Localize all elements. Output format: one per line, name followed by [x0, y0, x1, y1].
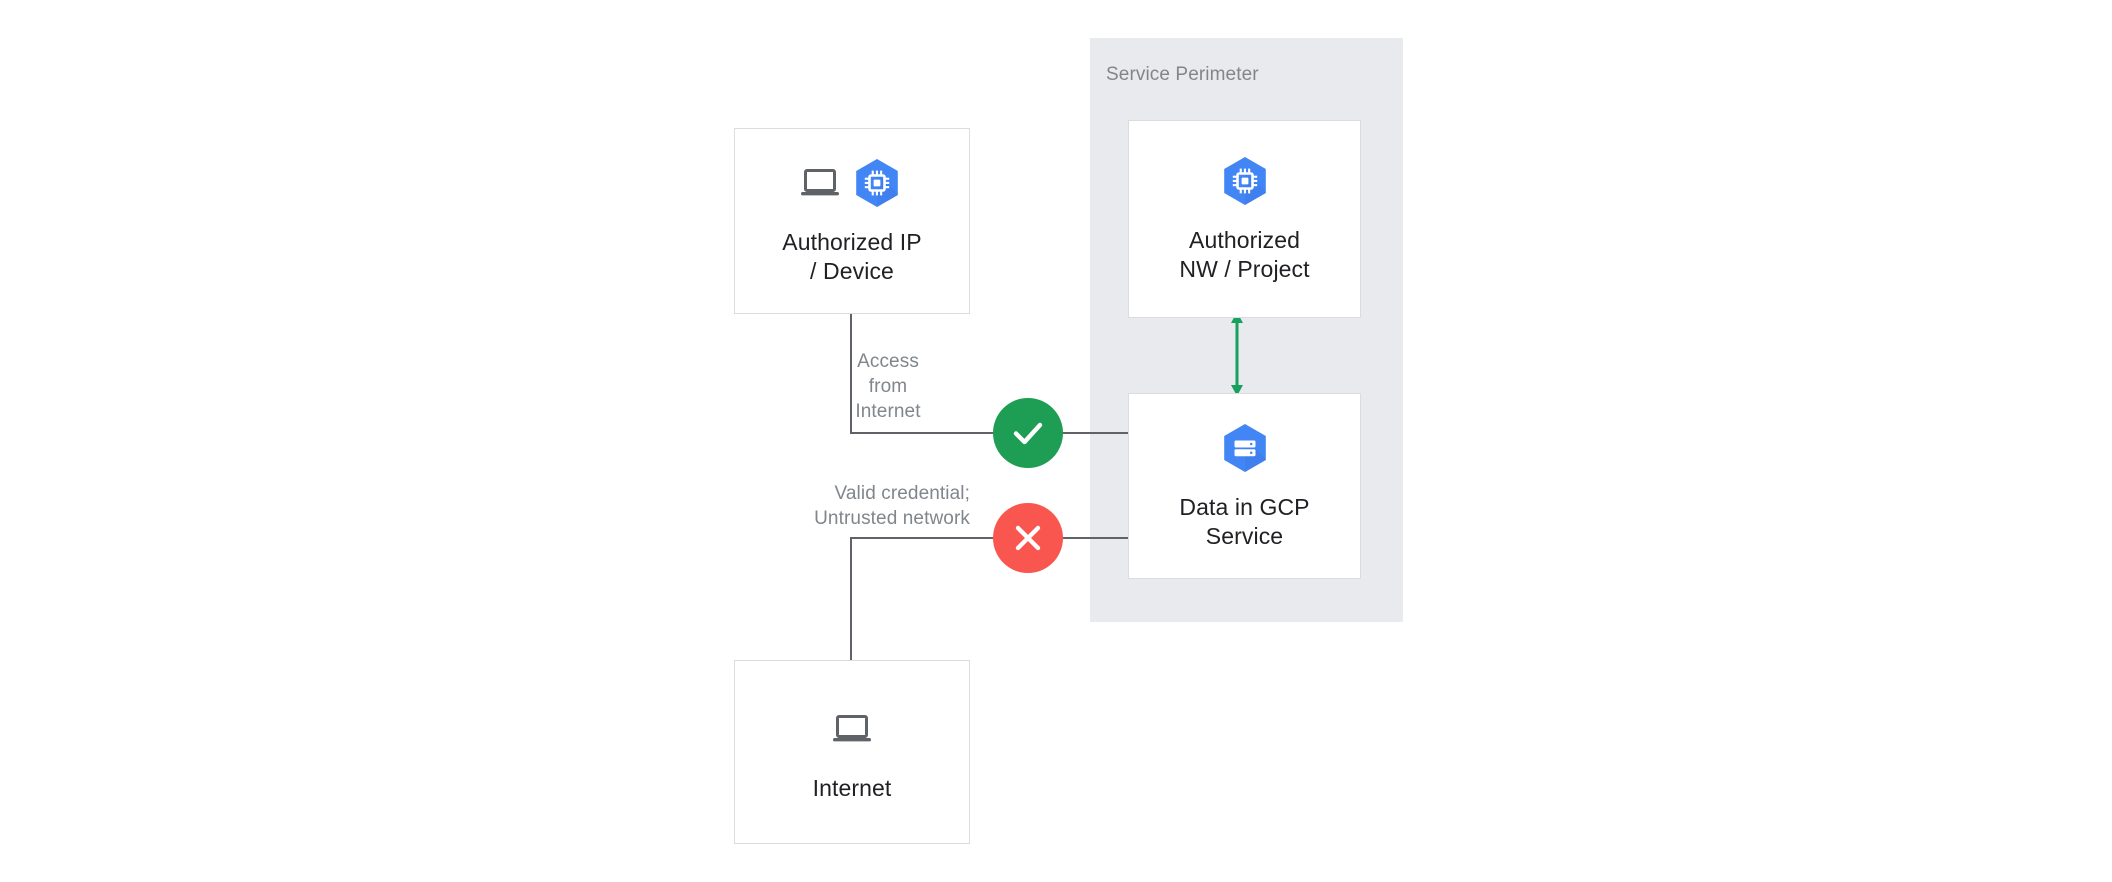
node-authorized-nw-project[interactable]: Authorized NW / Project: [1128, 120, 1361, 318]
check-icon: [1013, 422, 1043, 445]
compute-chip-hexagon-icon: [1223, 157, 1266, 205]
node-icon-group: [800, 156, 904, 210]
compute-chip-hexagon-icon: [856, 159, 898, 207]
node-icon-group: [1218, 154, 1272, 208]
database-hexagon-icon: [1223, 424, 1266, 472]
node-authorized-ip-device[interactable]: Authorized IP / Device: [734, 128, 970, 314]
status-badge-denied[interactable]: [993, 503, 1063, 573]
laptop-icon: [833, 714, 871, 741]
connector-allowed-horizontal-right: [1060, 432, 1130, 434]
node-internet[interactable]: Internet: [734, 660, 970, 844]
connector-denied-horizontal-right: [1060, 537, 1130, 539]
edge-label-access-from-internet: Access from Internet: [855, 351, 921, 422]
node-data-in-gcp-service[interactable]: Data in GCP Service: [1128, 393, 1361, 579]
status-badge-allowed[interactable]: [993, 398, 1063, 468]
cross-icon: [1015, 525, 1041, 551]
node-label: Authorized IP / Device: [782, 229, 922, 284]
node-label: Authorized NW / Project: [1179, 227, 1310, 282]
connector-internet-vertical: [850, 537, 852, 661]
connector-allowed-horizontal-left: [850, 432, 996, 434]
connector-denied-horizontal-left: [850, 537, 996, 539]
laptop-icon: [801, 169, 839, 196]
node-label: Internet: [812, 774, 892, 801]
node-label: Data in GCP Service: [1179, 494, 1310, 549]
node-icon-group: [1218, 421, 1272, 475]
node-icon-group: [832, 702, 872, 756]
edge-label-valid-credential-untrusted-network: Valid credential; Untrusted network: [814, 483, 970, 529]
double-arrow-icon: [1231, 312, 1243, 396]
service-perimeter-label: Service Perimeter: [1106, 64, 1259, 85]
connector-authorized-ip-vertical: [850, 314, 852, 433]
